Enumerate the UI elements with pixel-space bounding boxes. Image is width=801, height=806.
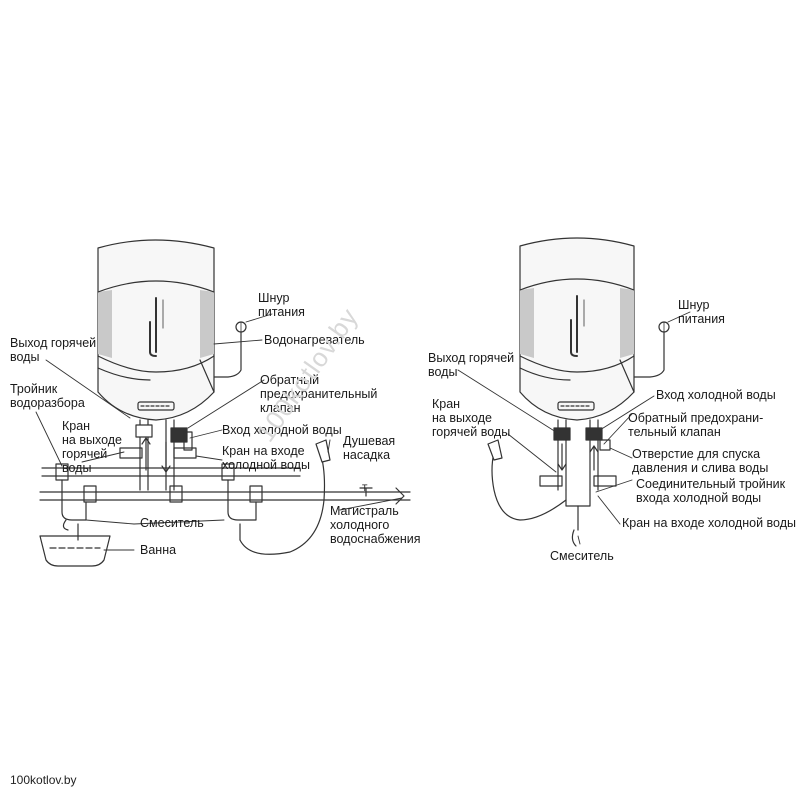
left-label-valve-hot: Кран на выходе горячей воды (62, 419, 122, 475)
left-label-tee: Тройник водоразбора (10, 382, 85, 410)
left-label-hot-out: Выход горячей воды (10, 336, 97, 364)
left-label-power-cord: Шнур питания (258, 291, 305, 319)
right-leader-lines (457, 311, 691, 545)
right-piping (487, 419, 617, 547)
right-label-power-cord: Шнур питания (678, 298, 725, 326)
left-label-tee-mark: T (362, 483, 368, 493)
left-label-valve-cold: Кран на входе холодной воды (222, 444, 310, 472)
right-label-hot-out: Выход горячей воды (428, 351, 515, 379)
left-label-cold-in: Вход холодной воды (222, 423, 342, 437)
left-leader-lines (35, 313, 403, 551)
right-water-heater (519, 237, 635, 421)
left-label-shower: Душевая насадка (343, 434, 396, 462)
right-label-valve-cold: Кран на входе холодной воды (622, 516, 796, 530)
right-label-valve-hot: Кран на выходе горячей воды (432, 397, 511, 439)
right-label-cold-in: Вход холодной воды (656, 388, 776, 402)
left-label-mixer: Смеситель (140, 516, 204, 530)
left-water-heater (97, 239, 215, 421)
left-label-mains: Магистраль холодного водоснабжения (330, 504, 421, 546)
right-power-cord (633, 321, 670, 378)
left-power-cord (213, 321, 247, 378)
right-label-conn-tee: Соединительный тройник входа холодной во… (636, 477, 786, 505)
left-label-bath: Ванна (140, 543, 177, 557)
left-piping (39, 419, 411, 567)
right-label-drain: Отверстие для спуска давления и слива во… (632, 447, 769, 475)
left-label-heater: Водонагреватель (264, 333, 365, 347)
right-label-check-valve: Обратный предохрани- тельный клапан (628, 411, 764, 439)
left-label-check-valve: Обратный предохранительный клапан (260, 373, 378, 415)
right-label-mixer: Смеситель (550, 549, 614, 563)
site-watermark: 100kotlov.by (10, 773, 77, 787)
